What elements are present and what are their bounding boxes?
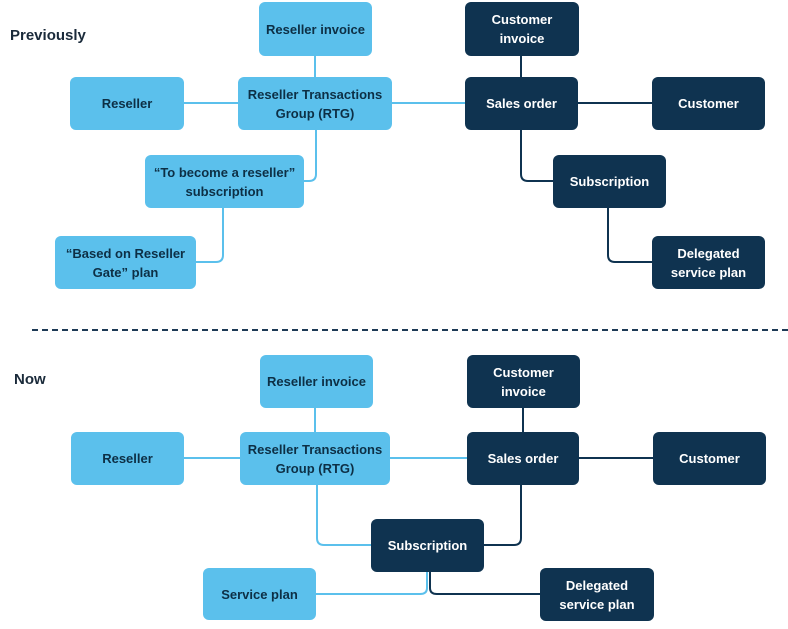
node-customer-previously: Customer (652, 77, 765, 130)
node-customer-now: Customer (653, 432, 766, 485)
node-reseller-previously: Reseller (70, 77, 184, 130)
node-delegated-service-plan-now: Delegated service plan (540, 568, 654, 621)
node-reseller-invoice-previously: Reseller invoice (259, 2, 372, 56)
connector-salesorder-subscription-bottom (484, 484, 522, 546)
node-delegated-service-plan-previously: Delegated service plan (652, 236, 765, 289)
connector-become-reseller-gate-plan (196, 207, 224, 263)
node-service-plan-now: Service plan (203, 568, 316, 620)
connector-rtg-subscription-bottom (316, 484, 371, 546)
node-rtg-now: Reseller Transactions Group (RTG) (240, 432, 390, 485)
section-divider (32, 329, 788, 331)
node-sales-order-now: Sales order (467, 432, 579, 485)
node-reseller-invoice-now: Reseller invoice (260, 355, 373, 408)
connector-subscription-serviceplan (316, 571, 428, 595)
section-label-now: Now (14, 371, 46, 388)
node-rtg-previously: Reseller Transactions Group (RTG) (238, 77, 392, 130)
node-reseller-now: Reseller (71, 432, 184, 485)
node-sales-order-previously: Sales order (465, 77, 578, 130)
node-become-reseller-subscription: “To become a reseller” subscription (145, 155, 304, 208)
node-subscription-now: Subscription (371, 519, 484, 572)
connector-rtg-become-reseller (304, 129, 317, 182)
node-customer-invoice-previously: Customer invoice (465, 2, 579, 56)
connector-salesorder-subscription-top (520, 129, 553, 182)
node-reseller-gate-plan: “Based on Reseller Gate” plan (55, 236, 196, 289)
node-customer-invoice-now: Customer invoice (467, 355, 580, 408)
section-label-previously: Previously (10, 27, 86, 44)
node-subscription-previously: Subscription (553, 155, 666, 208)
connector-subscription-delegated-bottom (429, 571, 540, 595)
connector-subscription-delegated-top (607, 207, 652, 263)
